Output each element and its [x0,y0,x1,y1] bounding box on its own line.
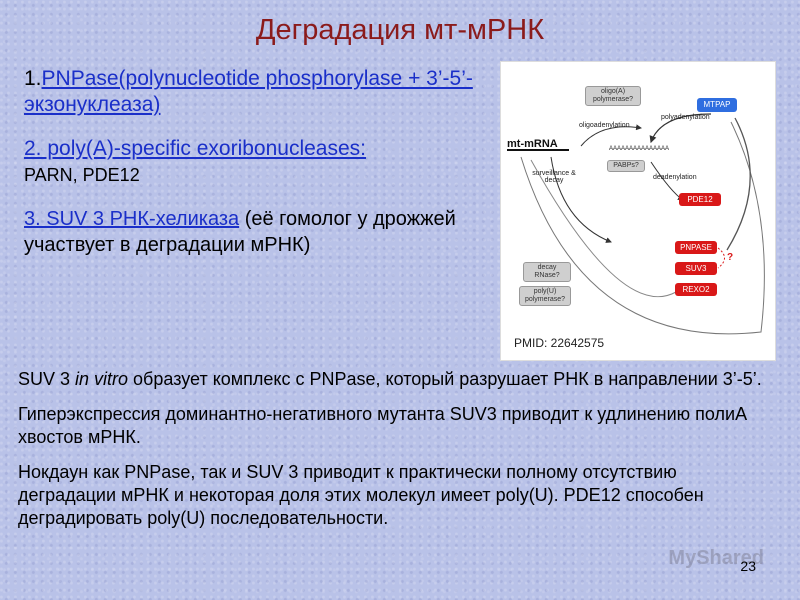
polyadenylation-label: polyadenylation [661,114,710,121]
paragraph-knockdown: Нокдаун как PNPase, так и SUV 3 приводит… [18,462,704,528]
long-arc-2 [530,159,677,297]
body-text: SUV 3 in vitro образует комплекс с PNPas… [18,368,778,542]
exoribonucleases-names: PARN, PDE12 [24,165,140,185]
pde12-box: PDE12 [679,193,721,206]
page-number: 23 [740,558,756,574]
pathway-arrows [507,113,765,335]
rexo2-box: REXO2 [675,283,717,296]
question-link [717,247,725,269]
suv3-description: (её гомолог у дрожжей участвует в деград… [24,208,456,256]
mtpap-box: MTPAP [697,98,737,112]
suv3-box: SUV3 [675,262,717,275]
paragraph-hyperexpression: Гиперэкспрессия доминантно-негативного м… [18,404,748,447]
exoribonucleases-link[interactable]: 2. poly(A)-specific exoribonucleases: [24,137,366,160]
list-item-pnpase: 1.PNPase(polynucleotide phosphorylase + … [24,66,484,118]
long-arc-1 [520,121,765,335]
list-item-exoribonucleases: 2. poly(A)-specific exoribonucleases: PA… [24,136,484,188]
oligoa-polymerase-box: oligo(A) polymerase? [585,86,641,106]
decay-arrow [550,156,612,243]
polya-tail: AAAAAAAAAAAAAAA [609,146,670,152]
pathway-figure: oligo(A) polymerase? oligoadenylation po… [500,61,776,361]
oligoadenylation-arrow [580,124,642,147]
surveillance-label: surveillance & decay [532,170,576,184]
list-item-suv3: 3. SUV 3 РНК-хеликаза (её гомолог у дрож… [24,206,484,258]
enzyme-list: 1.PNPase(polynucleotide phosphorylase + … [24,66,484,276]
paragraph-suv3-complex: SUV 3 in vitro образует комплекс с PNPas… [18,369,762,389]
pnpase-link[interactable]: PNPase(polynucleotide phosphorylase + 3’… [24,67,473,116]
long-arc-3 [726,117,751,251]
question-mark: ? [727,252,734,263]
suv3-link[interactable]: 3. SUV 3 РНК-хеликаза [24,208,240,230]
deadenylation-label: deadenylation [653,174,697,181]
oligoadenylation-label: oligoadenylation [579,122,630,129]
pnpase-box: PNPASE [675,241,717,254]
decay-rnase-box: decay RNase? [523,262,571,282]
slide-title: Деградация мт-мРНК [255,14,545,46]
polyadenylation-arrow [649,113,712,144]
mt-mrna-label: mt-mRNA [507,138,558,150]
pmid-citation: PMID: 22642575 [514,336,605,350]
polyu-polymerase-box: poly(U) polymerase? [519,286,571,306]
watermark-logo: MyShared [668,547,764,569]
pabps-box: PABPs? [607,160,645,172]
item-number: 1. [24,67,42,90]
